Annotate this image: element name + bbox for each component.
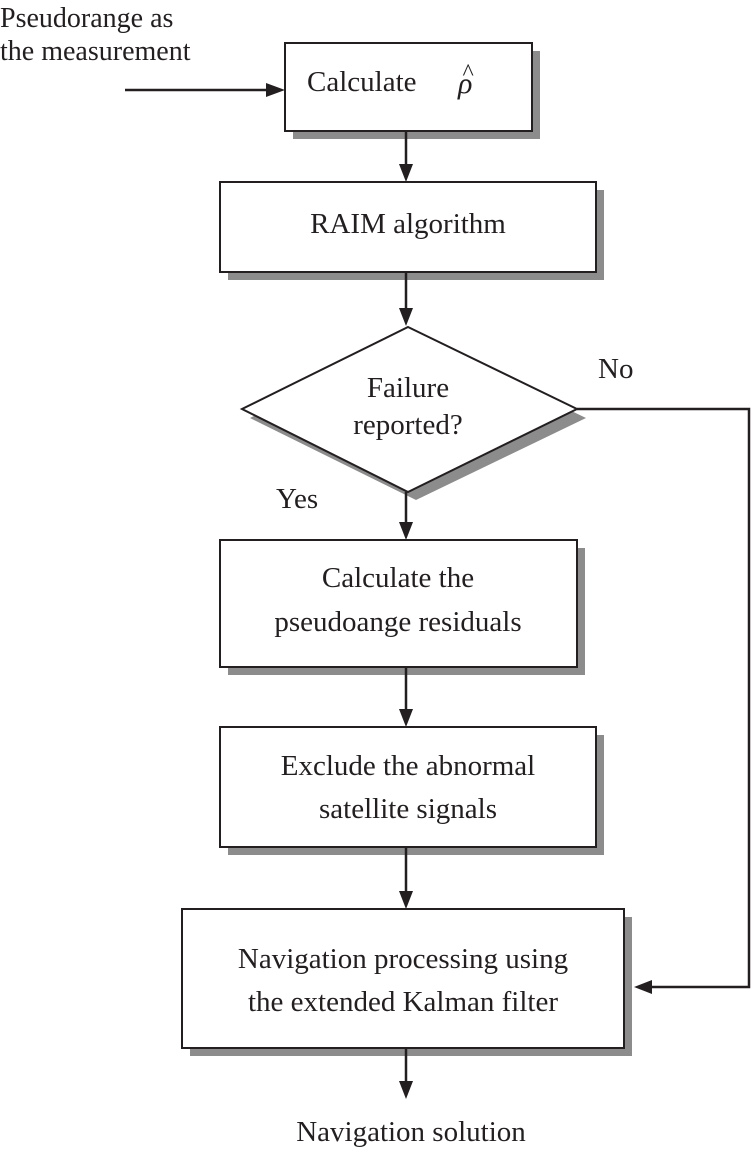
navigation-label-line1: Navigation processing using [238, 943, 568, 975]
residuals-label-line2: pseudoange residuals [274, 606, 521, 638]
decision-label-line1: Failure [367, 372, 449, 404]
calculate-rho-step: Calculate ρ ^ [284, 42, 540, 139]
output-arrow [399, 1048, 413, 1099]
residuals-label-line1: Calculate the [322, 562, 474, 594]
failure-decision: Failure reported? [239, 325, 586, 500]
no-branch-label: No [598, 353, 633, 385]
arrow-exclude-to-navigation [399, 847, 413, 909]
yes-branch-label: Yes [276, 483, 318, 515]
exclude-step: Exclude the abnormal satellite signals [219, 726, 604, 855]
rho-hat-accent: ^ [462, 60, 474, 86]
arrow-calc-to-raim [399, 131, 413, 182]
exclude-label-line2: satellite signals [319, 793, 497, 825]
input-arrow [125, 83, 285, 97]
output-label: Navigation solution [296, 1116, 526, 1148]
raim-algorithm-label: RAIM algorithm [310, 208, 506, 240]
input-label-line2: the measurement [0, 36, 191, 67]
exclude-label-line1: Exclude the abnormal [281, 750, 535, 782]
raim-algorithm-step: RAIM algorithm [219, 181, 604, 280]
calculate-rho-label: Calculate [307, 66, 417, 98]
arrow-residuals-to-exclude [399, 667, 413, 727]
decision-label-line2: reported? [353, 409, 463, 441]
arrow-raim-to-decision [399, 272, 413, 326]
navigation-step: Navigation processing using the extended… [181, 908, 632, 1056]
input-label-line1: Pseudorange as [0, 3, 173, 34]
residuals-step: Calculate the pseudoange residuals [219, 539, 585, 675]
rho-symbol: ρ [457, 67, 472, 100]
no-branch-path [577, 407, 751, 994]
navigation-label-line2: the extended Kalman filter [248, 986, 558, 1018]
arrow-decision-to-residuals [399, 492, 413, 540]
